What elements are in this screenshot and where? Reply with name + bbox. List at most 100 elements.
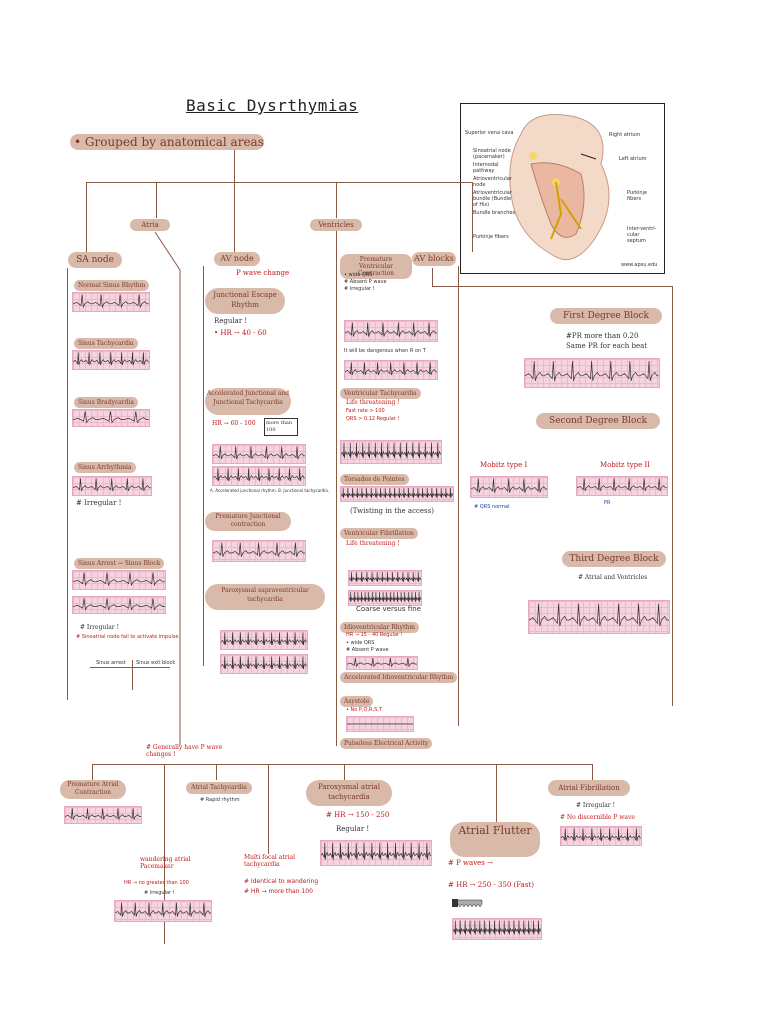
vfib-pill: Ventricular Fibrillation	[340, 528, 418, 539]
accel-hr-2: more than 100	[264, 418, 298, 436]
pac-pill: Premature Atrial Contraction	[60, 780, 126, 799]
pea-pill: Pulseless Electrical Activity	[340, 738, 433, 749]
pvc-note-2: # Absent P wave	[344, 279, 387, 285]
junctional-hr: • HR → 40 - 60	[214, 329, 267, 337]
label-av-node: Atrioventricular node	[473, 176, 512, 188]
sa-irregular-2: # Irregular !	[80, 624, 119, 631]
connector	[86, 182, 87, 252]
sa-item-arrhythmia: Sinus Arrhythmia	[74, 462, 136, 473]
mfat-note-1: # Identical to wandering	[244, 878, 319, 885]
sa-sinoatrial-note: # Sinoatrial node fail to activate impul…	[76, 634, 179, 640]
junctional-escape-pill: Junctional Escape Rhythm	[205, 288, 285, 314]
ecg-asystole	[346, 716, 414, 732]
parox-regular: Regular !	[336, 825, 370, 833]
idio-note-2: • wide QRS	[346, 640, 375, 646]
ecg-afib	[560, 826, 642, 846]
connector	[432, 268, 433, 286]
ecg-idio	[346, 656, 418, 670]
afib-note-2: # No discernible P wave	[560, 814, 635, 821]
third-degree-pill: Third Degree Block	[562, 551, 666, 567]
pvc-pill: Premature Ventricular Contraction	[340, 254, 412, 279]
connector	[234, 150, 235, 182]
sa-irregular: # Irregular !	[76, 499, 122, 507]
sa-item-arrest: Sinus Arrest → Sinus Block	[74, 558, 165, 569]
label-purkinje-left: Purkinje fibers	[473, 234, 509, 240]
vfib-life: Life threatening !	[346, 540, 400, 547]
ecg-nsr	[72, 292, 150, 312]
connector	[86, 182, 472, 183]
ecg-mobitz2	[576, 476, 668, 496]
label-bundle-his: Atrioventricular bundle (Bundle of His)	[473, 190, 512, 208]
accel-idio-pill: Accelerated Idioventricular Rhythm	[340, 672, 458, 683]
ecg-third-degree	[528, 600, 670, 634]
connector	[92, 764, 93, 780]
connector	[432, 286, 672, 287]
ecg-pvc	[344, 320, 438, 342]
saw-icon	[452, 899, 483, 908]
idio-pill: Idioventricular Rhythm	[340, 622, 419, 633]
label-svc: Superior vena cava	[465, 130, 514, 136]
connector	[92, 764, 592, 765]
ecg-vfib-fine	[348, 590, 422, 606]
mobitz1-note-1: # QRS normal	[474, 504, 510, 510]
vtach-note-1: Fast rate > 100	[346, 408, 385, 414]
ecg-junctional-tachy	[212, 466, 306, 486]
connector	[336, 231, 337, 746]
afib-note-1: # Irregular !	[576, 802, 615, 809]
atrial-tach-pill: Atrial Tachycardia	[186, 782, 252, 794]
vtach-note-2: QRS > 0.12 Regular !	[346, 416, 400, 422]
third-note: # Atrial and Ventricles	[578, 574, 648, 581]
sa-node-pill: SA node	[68, 252, 122, 268]
coarse-vs-fine: Coarse versus fine	[356, 605, 421, 613]
ecg-sinus-block	[72, 596, 166, 614]
vtach-pill: Ventricular Tachycardia	[340, 388, 421, 399]
mfat-note-2: # HR → more than 100	[244, 888, 313, 895]
table-line	[90, 667, 170, 668]
connector	[458, 266, 459, 726]
connector	[67, 268, 68, 700]
table-line	[132, 660, 133, 690]
flutter-note-2: # HR → 250 - 350 (Fast)	[448, 881, 534, 889]
asystole-note: • No P,Q,R,S,T	[346, 707, 382, 713]
label-sa-node: Sinoatrial node (pacemaker)	[473, 148, 511, 160]
sa-table-header-1: Sinus arrest	[96, 660, 126, 666]
connector	[496, 764, 497, 822]
label-right-atrium: Right atrium	[609, 132, 641, 138]
av-blocks-pill: AV blocks	[412, 252, 456, 266]
idio-note-1: HR → 15 - 40 Regular !	[346, 632, 403, 638]
connector	[234, 182, 235, 252]
atria-pill: Atria	[130, 219, 170, 231]
heart-conduction-diagram: Superior vena cava Sinoatrial node (pace…	[460, 103, 665, 274]
ecg-first-degree	[524, 358, 660, 388]
accel-caption: A. Accelerated junctional rhythm. B. Jun…	[210, 488, 330, 493]
vtach-life: Life threatening !	[346, 399, 400, 406]
ecg-mobitz1	[470, 476, 548, 498]
wandering-note-2: # Irregular !	[144, 890, 175, 896]
p-wave-change: P wave change	[236, 269, 290, 277]
label-source: www.apsu.edu	[621, 262, 658, 268]
label-bundle-branches: Bundle branches	[473, 210, 516, 216]
wandering-note-1: HR → no greater than 100	[124, 880, 189, 886]
parox-hr: # HR → 150 - 250	[326, 811, 390, 819]
page-title: Basic Dysrthymias	[186, 96, 359, 115]
connector	[164, 764, 165, 944]
pvc-note-3: # Irregular !	[344, 286, 375, 292]
connector	[592, 764, 593, 780]
ventricles-pill: Ventricles	[310, 219, 362, 231]
ecg-r-on-t	[344, 360, 438, 380]
psvt-pill: Paroxysmal supraventricular tachycardia	[205, 584, 325, 610]
root-category: • Grouped by anatomical areas	[70, 134, 264, 150]
flutter-pill: Atrial Flutter	[450, 822, 540, 857]
connector	[336, 182, 337, 218]
ecg-sinus-brady	[72, 409, 150, 427]
mfat-title: Multi focal atrial tachycardia	[244, 854, 296, 868]
first-degree-pill: First Degree Block	[550, 308, 662, 324]
ecg-sinus-arrhythmia	[72, 476, 152, 496]
ecg-psvt	[220, 630, 308, 650]
torsades-twisting: (Twisting in the access)	[350, 507, 434, 515]
label-internodal: Internodal pathway	[473, 162, 499, 174]
ecg-psvt-2	[220, 654, 308, 674]
paroxysmal-pill: Paroxysmal atrial tachycardia	[306, 780, 392, 806]
sa-item-tachy: Sinus Tachycardia	[74, 338, 138, 349]
ecg-flutter	[452, 918, 542, 940]
